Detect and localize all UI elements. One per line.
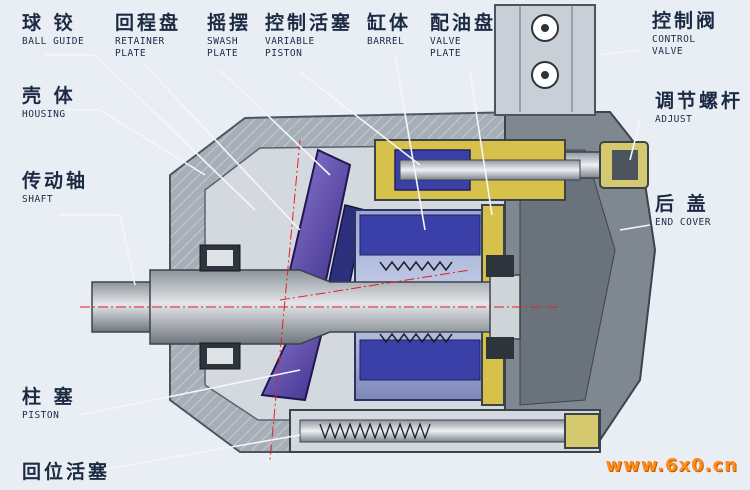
label-retainer-plate: 回程盘 RETAINER PLATE (115, 12, 182, 59)
return-piston-rod (299, 419, 571, 443)
rear-bearing-bottom (486, 337, 514, 359)
label-return-piston: 回位活塞 (22, 461, 111, 483)
barrel-bore-bottom (359, 339, 481, 381)
barrel-bore-top (359, 214, 481, 256)
return-piston-spring (319, 422, 431, 440)
label-adjust: 调节螺杆 ADJUST (655, 90, 744, 125)
label-control-valve: 控制阀 CONTROL VALVE (652, 10, 719, 57)
label-piston: 柱 塞 PISTON (22, 386, 76, 421)
barrel-springs (379, 260, 453, 344)
label-ball-guide: 球 铰 BALL GUIDE (22, 12, 85, 47)
label-end-cover: 后 盖 END COVER (655, 193, 711, 228)
label-housing: 壳 体 HOUSING (22, 85, 76, 120)
watermark: www.6x0.cn (605, 455, 738, 476)
leader-lines (45, 49, 651, 471)
label-swash-plate: 摇摆 SWASH PLATE (207, 12, 252, 59)
center-lines (80, 139, 560, 461)
control-piston-rod (399, 159, 581, 181)
label-shaft: 传动轴 SHAFT (22, 170, 89, 205)
return-piston-cap (564, 413, 600, 449)
end-cover-inner (519, 149, 616, 406)
rear-bearing-top (486, 255, 514, 277)
label-barrel: 缸体 BARREL (367, 12, 412, 47)
label-variable-piston: 控制活塞 VARIABLE PISTON (265, 12, 354, 59)
label-valve-plate: 配油盘 VALVE PLATE (430, 12, 497, 59)
